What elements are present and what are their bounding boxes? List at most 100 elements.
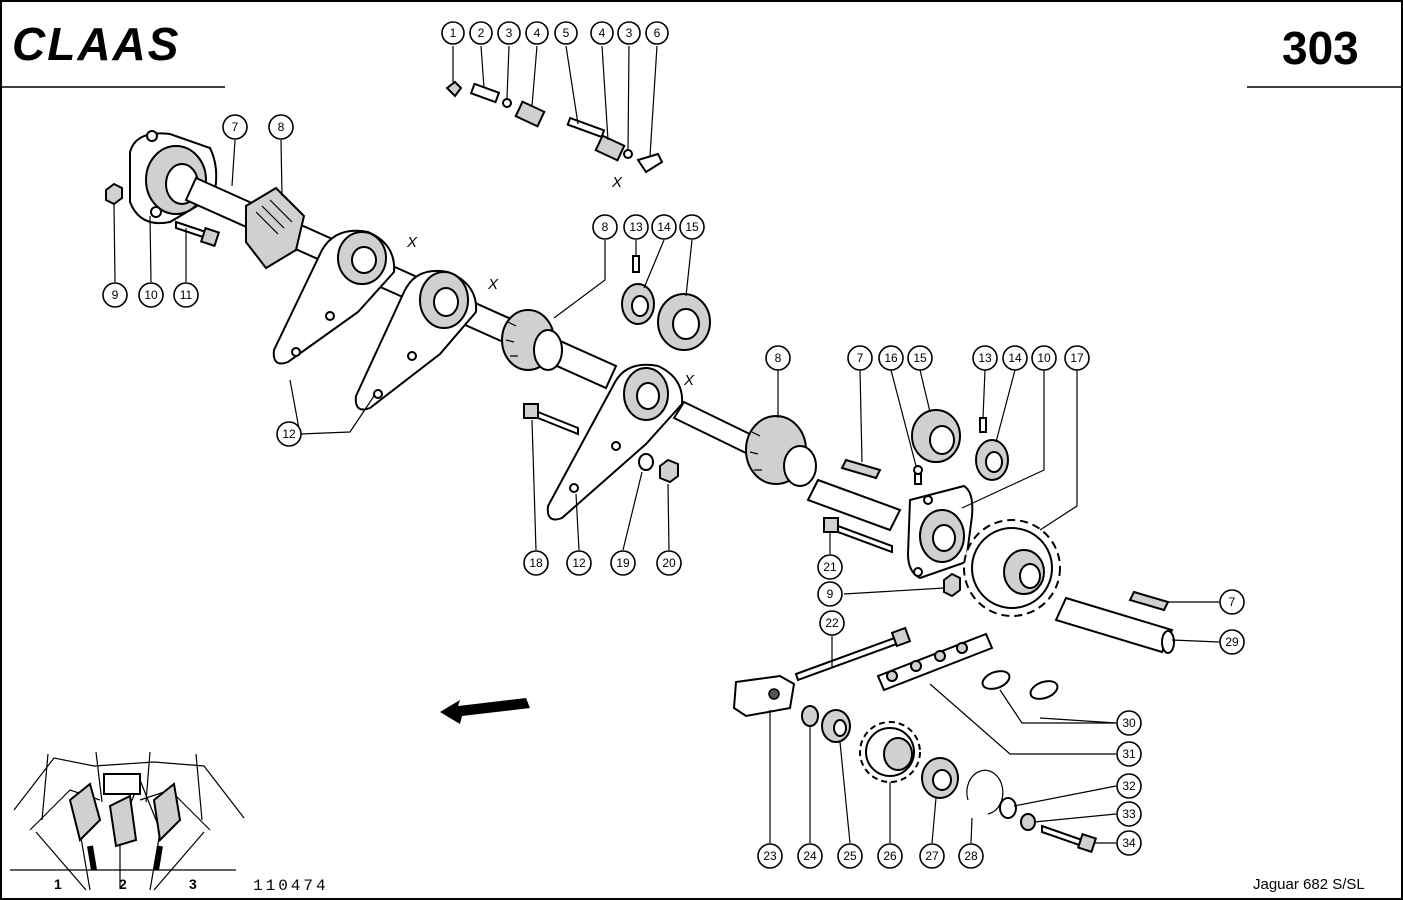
page-number: 303 [1282,22,1359,74]
svg-text:15: 15 [685,220,699,234]
svg-text:27: 27 [925,849,939,863]
callout-17: 17 [1064,345,1090,371]
callout-2: 2 [469,21,493,45]
callout-14: 14 [1002,345,1028,371]
svg-text:1: 1 [450,26,457,40]
callout-12: 12 [566,550,592,576]
circlip-28 [966,769,1004,815]
callout-29: 29 [1219,629,1245,655]
brand-logo: CLAAS [12,18,180,70]
bearing-upper [657,293,711,351]
nut-left [105,182,123,206]
setscrew-upper [632,255,640,273]
svg-text:9: 9 [112,288,119,302]
svg-text:2: 2 [478,26,485,40]
setscrew-middle [979,417,987,433]
callout-14: 14 [651,214,677,240]
svg-text:8: 8 [775,351,782,365]
callout-21: 21 [817,554,843,580]
svg-text:24: 24 [803,849,817,863]
callout-1: 1 [441,21,465,45]
svg-text:22: 22 [825,616,839,630]
shaft-lower [806,478,902,532]
svg-text:13: 13 [629,220,643,234]
key-lower [1128,590,1170,612]
position-3-label: 3 [189,876,197,892]
x-marker: X [683,372,695,389]
tensioner-block [732,674,796,718]
svg-text:23: 23 [763,849,777,863]
callout-15: 15 [679,214,705,240]
bevel-gear [245,186,306,270]
svg-text:14: 14 [657,220,671,234]
bearing-arm-2 [354,270,478,411]
callout-9: 9 [102,282,128,308]
callout-10: 10 [138,282,164,308]
callout-13: 13 [972,345,998,371]
svg-text:17: 17 [1070,351,1084,365]
bearing-flange-lower [906,484,974,580]
svg-text:3: 3 [506,26,513,40]
svg-text:32: 32 [1122,779,1136,793]
callout-30: 30 [1116,710,1142,736]
callout-32: 32 [1116,773,1142,799]
svg-text:18: 18 [529,556,543,570]
washer-32 [999,797,1017,819]
callout-27: 27 [919,843,945,869]
svg-text:16: 16 [884,351,898,365]
grease-nipple-assembly [445,80,664,174]
callout-4: 4 [590,21,614,45]
callout-6: 6 [645,21,669,45]
callout-20: 20 [656,550,682,576]
callout-18: 18 [523,550,549,576]
svg-text:33: 33 [1122,807,1136,821]
bearing-arm-1 [272,229,396,365]
nut-9-lower [943,572,961,598]
svg-text:26: 26 [883,849,897,863]
svg-text:12: 12 [282,427,296,441]
washer-19 [638,453,654,471]
svg-text:10: 10 [1037,351,1051,365]
svg-text:14: 14 [1008,351,1022,365]
svg-text:19: 19 [616,556,630,570]
callout-10: 10 [1031,345,1057,371]
callout-13: 13 [623,214,649,240]
callout-7: 7 [222,114,248,140]
callout-11: 11 [173,282,199,308]
locator-thumbnail [10,751,245,891]
svg-text:10: 10 [144,288,158,302]
shaft-29 [1054,596,1175,654]
callout-26: 26 [877,843,903,869]
svg-text:4: 4 [599,26,606,40]
callout-8: 8 [592,214,618,240]
svg-text:15: 15 [913,351,927,365]
svg-text:20: 20 [662,556,676,570]
bolt-18 [523,403,579,436]
lock-washer-33 [1020,813,1036,831]
svg-text:5: 5 [563,26,570,40]
svg-text:7: 7 [1229,595,1236,609]
callout-3: 3 [497,21,521,45]
collar-upper [621,283,655,325]
svg-text:29: 29 [1225,635,1239,649]
svg-text:25: 25 [843,849,857,863]
callout-9: 9 [817,581,843,607]
svg-text:34: 34 [1122,836,1136,850]
svg-text:31: 31 [1122,747,1136,761]
washer-24 [801,705,819,727]
callout-3: 3 [617,21,641,45]
callout-12: 12 [276,421,302,447]
model-name: Jaguar 682 S/SL [1253,876,1365,893]
long-bolt-22 [794,626,912,682]
callout-5: 5 [554,21,578,45]
svg-text:11: 11 [180,288,193,302]
bearing-27 [921,757,959,799]
direction-arrow-icon [440,698,530,724]
svg-text:30: 30 [1122,716,1136,730]
callout-7: 7 [847,345,873,371]
svg-text:13: 13 [978,351,992,365]
drawing-number: 110474 [253,877,329,895]
collar-middle [975,439,1009,481]
